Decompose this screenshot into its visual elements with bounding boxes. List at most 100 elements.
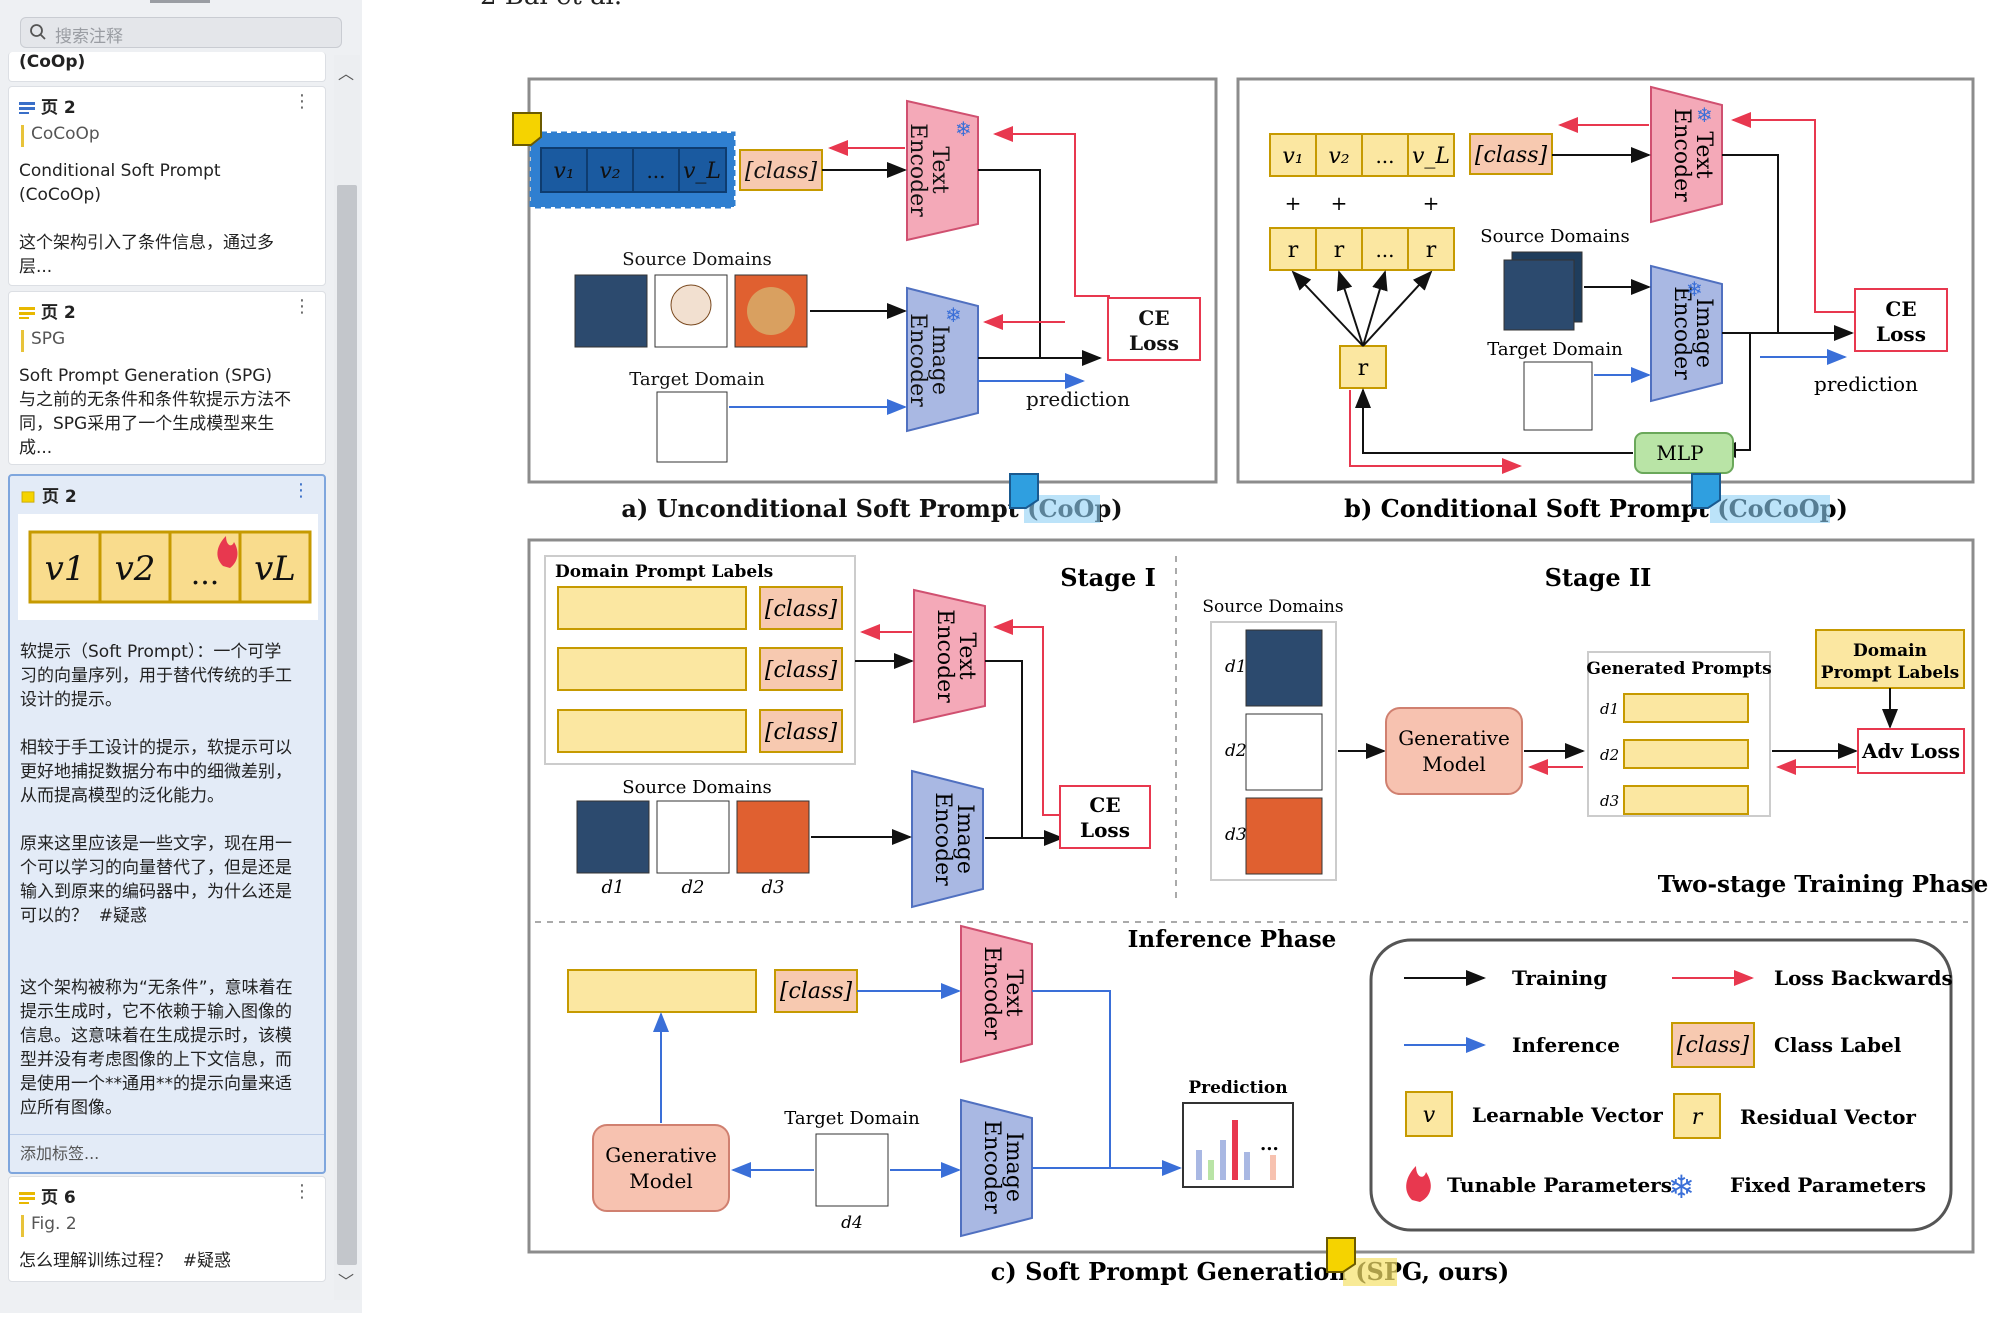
page-header: 2 Bai et al.	[480, 0, 622, 11]
svg-text:d3: d3	[1225, 825, 1247, 845]
svg-text:❄: ❄	[945, 303, 962, 327]
svg-text:v_L: v_L	[683, 159, 721, 184]
note-marker-icon[interactable]	[1691, 473, 1721, 509]
svg-text:d1: d1	[1225, 657, 1247, 677]
scroll-up-icon[interactable]: ︿	[338, 64, 355, 83]
top-tab-indicator	[150, 0, 210, 3]
svg-text:Source Domains: Source Domains	[1480, 226, 1629, 247]
svg-text:Domain: Domain	[1853, 641, 1927, 661]
svg-text:Generated Prompts: Generated Prompts	[1586, 659, 1771, 679]
pdf-page-view: 2 Bai et al. v₁ v₂ ... v_L [class] Text …	[362, 0, 2007, 1313]
svg-text:Encoder: Encoder	[1669, 108, 1694, 202]
svg-text:❄: ❄	[1696, 103, 1713, 127]
search-input[interactable]: 搜索注释	[20, 17, 342, 48]
card-header: 页 6	[19, 1183, 76, 1208]
svg-text:Tunable Parameters: Tunable Parameters	[1447, 1173, 1672, 1197]
svg-text:Text: Text	[927, 146, 952, 193]
svg-text:Training: Training	[1512, 966, 1607, 990]
ce-loss-box	[1107, 297, 1201, 361]
svg-text:Model: Model	[629, 1169, 693, 1193]
svg-text:[class]: [class]	[765, 720, 838, 745]
svg-text:Residual Vector: Residual Vector	[1740, 1105, 1916, 1129]
svg-text:Generative: Generative	[605, 1143, 717, 1167]
svg-text:r: r	[1426, 238, 1437, 263]
panel-c-frame	[527, 538, 1975, 1254]
more-options-icon[interactable]: ⋮	[293, 296, 311, 317]
svg-text:[class]: [class]	[1475, 143, 1548, 168]
annotation-card[interactable]: 页 2 ⋮ CoCoOp Conditional Soft Prompt (Co…	[8, 86, 326, 286]
panel-b-frame	[1236, 77, 1975, 484]
svg-text:Loss: Loss	[1876, 322, 1926, 346]
card-page: 页 2	[41, 303, 76, 323]
vec-label: v1	[45, 549, 86, 589]
svg-text:❄: ❄	[1686, 277, 1703, 301]
image-encoder	[906, 286, 979, 433]
svg-text:...: ...	[1260, 1134, 1279, 1155]
more-options-icon[interactable]: ⋮	[293, 91, 311, 112]
annotation-card[interactable]: 页 2 ⋮ SPG Soft Prompt Generation (SPG) 与…	[8, 291, 326, 465]
add-tag-link[interactable]: 添加标签...	[20, 1144, 100, 1163]
svg-text:d3: d3	[1600, 792, 1619, 810]
svg-text:d2: d2	[1600, 746, 1619, 764]
svg-text:Prompt Labels: Prompt Labels	[1821, 663, 1959, 683]
svg-text:Source Domains: Source Domains	[1202, 597, 1343, 617]
svg-text:Fixed Parameters: Fixed Parameters	[1730, 1173, 1926, 1197]
svg-text:Source Domains: Source Domains	[622, 777, 771, 798]
vec-label: v2	[115, 549, 156, 589]
scrollbar-thumb[interactable]	[337, 185, 357, 1265]
annotation-card[interactable]: 页 6 ⋮ Fig. 2 怎么理解训练过程？ #疑惑	[8, 1176, 326, 1282]
vec-label: ...	[191, 557, 220, 592]
svg-text:[class]: [class]	[780, 979, 853, 1004]
card-quote: CoCoOp	[31, 124, 100, 144]
note-marker-icon[interactable]	[1009, 473, 1039, 509]
svg-text:r: r	[1358, 356, 1369, 381]
svg-text:Encoder: Encoder	[979, 1120, 1004, 1214]
svg-text:Encoder: Encoder	[905, 123, 930, 217]
svg-text:Generative: Generative	[1398, 726, 1510, 750]
svg-text:d1: d1	[1600, 700, 1619, 718]
fire-icon	[1406, 1166, 1431, 1202]
svg-text:CE: CE	[1138, 306, 1169, 330]
card-quote: SPG	[31, 329, 66, 349]
svg-text:Loss Backwards: Loss Backwards	[1774, 966, 1953, 990]
note-marker-icon[interactable]	[512, 112, 542, 146]
svg-text:CE: CE	[1089, 793, 1120, 817]
svg-text:Target Domain: Target Domain	[784, 1108, 920, 1129]
text-highlight-icon	[19, 1192, 35, 1204]
card-header: 页 2	[19, 93, 76, 118]
mlp-box	[1634, 432, 1734, 474]
svg-text:Encoder: Encoder	[1669, 286, 1694, 380]
svg-text:Encoder: Encoder	[932, 609, 957, 703]
svg-text:+: +	[1331, 191, 1348, 215]
svg-text:[class]: [class]	[765, 658, 838, 683]
fire-icon	[217, 536, 238, 568]
svg-text:v₁: v₁	[1282, 144, 1303, 169]
card-body: Soft Prompt Generation (SPG) 与之前的无条件和条件软…	[19, 366, 291, 458]
prompt-row: [class]	[557, 647, 843, 691]
annotation-card-partial[interactable]: (CoOp)	[8, 52, 326, 82]
svg-text:CE: CE	[1885, 297, 1916, 321]
text-encoder	[906, 99, 979, 242]
panel-a-frame	[527, 77, 1218, 484]
svg-text:Text: Text	[1691, 131, 1716, 178]
annotation-card-selected[interactable]: 页 2 ⋮ v1 v2 ... vL 软提示（Soft Prompt）：一个可学…	[8, 474, 326, 1174]
divider	[10, 1134, 324, 1135]
svg-text:Class Label: Class Label	[1774, 1033, 1902, 1057]
scroll-down-icon[interactable]: ﹀	[338, 1272, 355, 1291]
svg-text:Two-stage Training Phase: Two-stage Training Phase	[1658, 871, 1988, 898]
more-options-icon[interactable]: ⋮	[292, 480, 310, 501]
note-marker-icon[interactable]	[1326, 1237, 1356, 1273]
svg-text:prediction: prediction	[1814, 372, 1918, 396]
svg-text:[class]: [class]	[745, 159, 818, 184]
svg-text:Image: Image	[1001, 1132, 1026, 1202]
svg-text:MLP: MLP	[1656, 441, 1703, 465]
caption-c: c) Soft Prompt Generation (SPG, ours)	[991, 1257, 1510, 1286]
card-body: 怎么理解训练过程？ #疑惑	[19, 1251, 232, 1271]
more-options-icon[interactable]: ⋮	[293, 1181, 311, 1202]
search-placeholder: 搜索注释	[55, 27, 123, 47]
svg-text:Image: Image	[1691, 298, 1716, 368]
svg-text:Stage I: Stage I	[1060, 563, 1156, 592]
svg-text:...: ...	[1375, 144, 1394, 168]
svg-text:Text: Text	[954, 632, 979, 679]
figure-canvas: 2 Bai et al. v₁ v₂ ... v_L [class] Text …	[480, 0, 1988, 1286]
